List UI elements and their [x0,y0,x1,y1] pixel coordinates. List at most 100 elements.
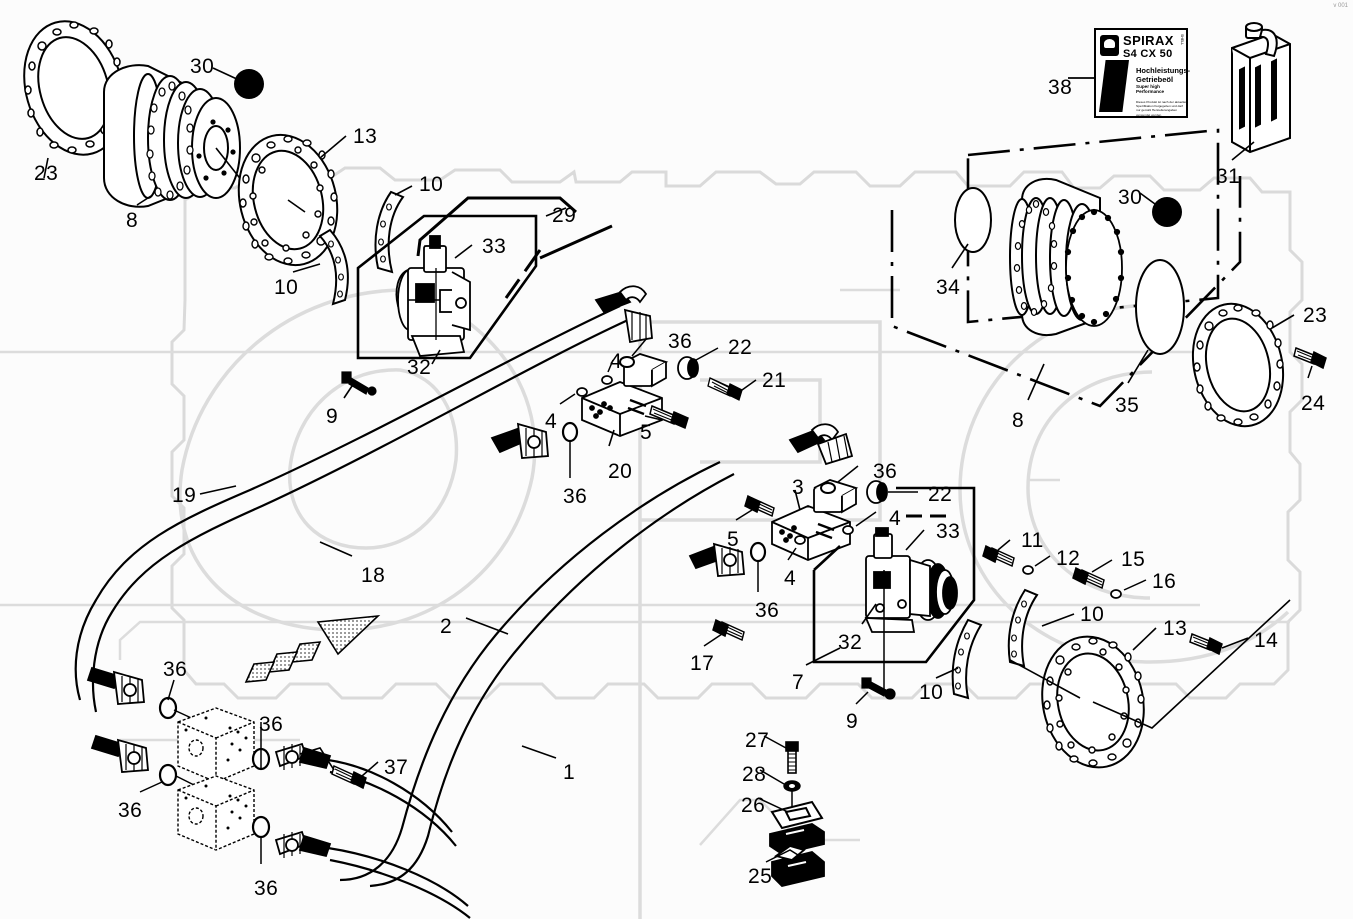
hose-coupling-br-1 [274,742,332,770]
watermark-gear [170,166,1304,700]
hose-lines [74,305,735,888]
callout-o-ring: 36 [259,713,284,736]
bracket-29 [416,196,613,260]
washer-16 [1110,589,1122,599]
callout-spacer-bushing: 22 [928,483,953,506]
washer-4d [794,535,806,545]
callout-o-ring: 36 [755,599,780,622]
leader-13 [319,135,347,159]
bolt-15 [1072,566,1105,590]
bolt-21 [707,377,743,401]
bolt-17 [712,618,745,642]
callout-washer-12: 12 [1056,547,1081,570]
callout-motor-port-upper: 33 [482,235,507,258]
callout-brake-disc-ring-left: 13 [353,125,378,148]
callout-grease-plug-left: 30 [190,55,215,78]
hub-right-teeth [1013,200,1058,317]
leader-33 [454,244,473,259]
callout-clamp-plate: 26 [741,794,766,817]
hub-ring-teeth [146,81,194,200]
leader-35 [1127,349,1149,384]
callout-valve-block-upper: 20 [608,460,633,483]
flow-arrow [244,614,381,683]
callout-seal-cover-right: 35 [1115,394,1140,417]
callout-fitting-bolt-upper: 9 [326,405,339,428]
oil-fine-print: Dieses Produkt ist nach der aktuellen Sp… [1136,100,1188,117]
hydraulic-motor-32-lower [864,527,958,633]
leader-8b [1027,363,1045,401]
leader-23 [43,157,49,179]
fitting-9-upper [341,371,377,396]
callout-hose-18: 18 [361,564,386,587]
fitting-9-lower [861,677,896,700]
callout-oil-canister: 31 [1216,165,1241,188]
brake-shoe-10-upper [374,190,405,274]
grease-plug-30-left [234,69,264,99]
dashdot-boundary-right2 [890,176,1242,408]
callout-bolt-11: 11 [1021,529,1044,552]
callout-grease-plug-right: 30 [1118,186,1143,209]
dash-line-32 [504,249,542,299]
bolt-24 [1293,346,1327,370]
flange-ring-23 [23,20,125,156]
washer-4a [601,375,613,385]
flange-ring-23-right [1191,302,1285,428]
shell-crown-icon [1100,35,1119,56]
seal-cover-35 [1135,259,1185,355]
leader-34 [951,243,969,269]
oil-canister-31 [1231,22,1291,154]
frame-box-32-upper [356,214,538,360]
label-wedge-graphic [1099,60,1129,112]
leader-10-upper [394,185,413,196]
washer-4b [576,387,588,397]
leader-30 [212,67,240,81]
callout-washer: 4 [610,350,623,373]
leader-1 [521,745,557,759]
hose-coupling-bl-2 [90,734,149,773]
callout-brake-shoe-lower-left: 10 [274,276,299,299]
callout-bolt-17: 17 [690,652,715,675]
valve-block-20 [581,353,669,437]
bolt-11 [982,544,1015,568]
hose-coupling-lower-mid [688,542,745,577]
callout-bracket-frame-upper: 29 [552,204,577,227]
callout-o-ring: 36 [254,877,279,900]
seal-ring-34 [954,187,992,253]
leader-19 [199,485,237,495]
callout-clamp-body: 25 [748,865,773,888]
callout-washer: 4 [545,410,558,433]
oring-36h [749,541,767,563]
callout-wheel-hub-gearbox-right: 8 [1012,409,1025,432]
watermark-letters [178,288,1290,919]
leader-33b [905,529,925,551]
hose-tail-br-2 [327,846,471,919]
callout-motor-port-lower: 33 [936,520,961,543]
callout-washer-clamp: 28 [742,763,767,786]
oring-36e [158,763,178,787]
hose-coupling-bl-1 [86,666,145,705]
callout-hose-2: 2 [440,615,453,638]
leader-8 [136,195,152,206]
callout-hose-1: 1 [563,761,576,784]
bolt-5b [744,494,775,518]
spirax-oil-label: SPIRAX S4 CX 50 Hochleistungs- Getriebeö… [1094,28,1190,118]
leader-29 [545,207,567,217]
bulkhead-block-upper [177,707,255,783]
callout-bolt-long: 21 [762,369,787,392]
callout-hose-19: 19 [172,484,197,507]
oring-36c [158,696,178,720]
callout-hydraulic-motor-lower: 32 [838,631,863,654]
hub-bolt-holes [196,119,236,181]
brake-shoe-10-lowerleft [318,228,349,306]
callout-bolt-hex: 5 [640,421,653,444]
leader-7 [805,647,841,666]
callout-motor-mount-lower: 7 [792,671,805,694]
hose-coupling-mid-right [788,423,854,466]
brake-shoe-10d [951,618,983,700]
washer-12 [1022,565,1034,575]
leader-32b [861,603,877,625]
oring-36b [561,421,579,443]
leader-2 [465,617,509,635]
